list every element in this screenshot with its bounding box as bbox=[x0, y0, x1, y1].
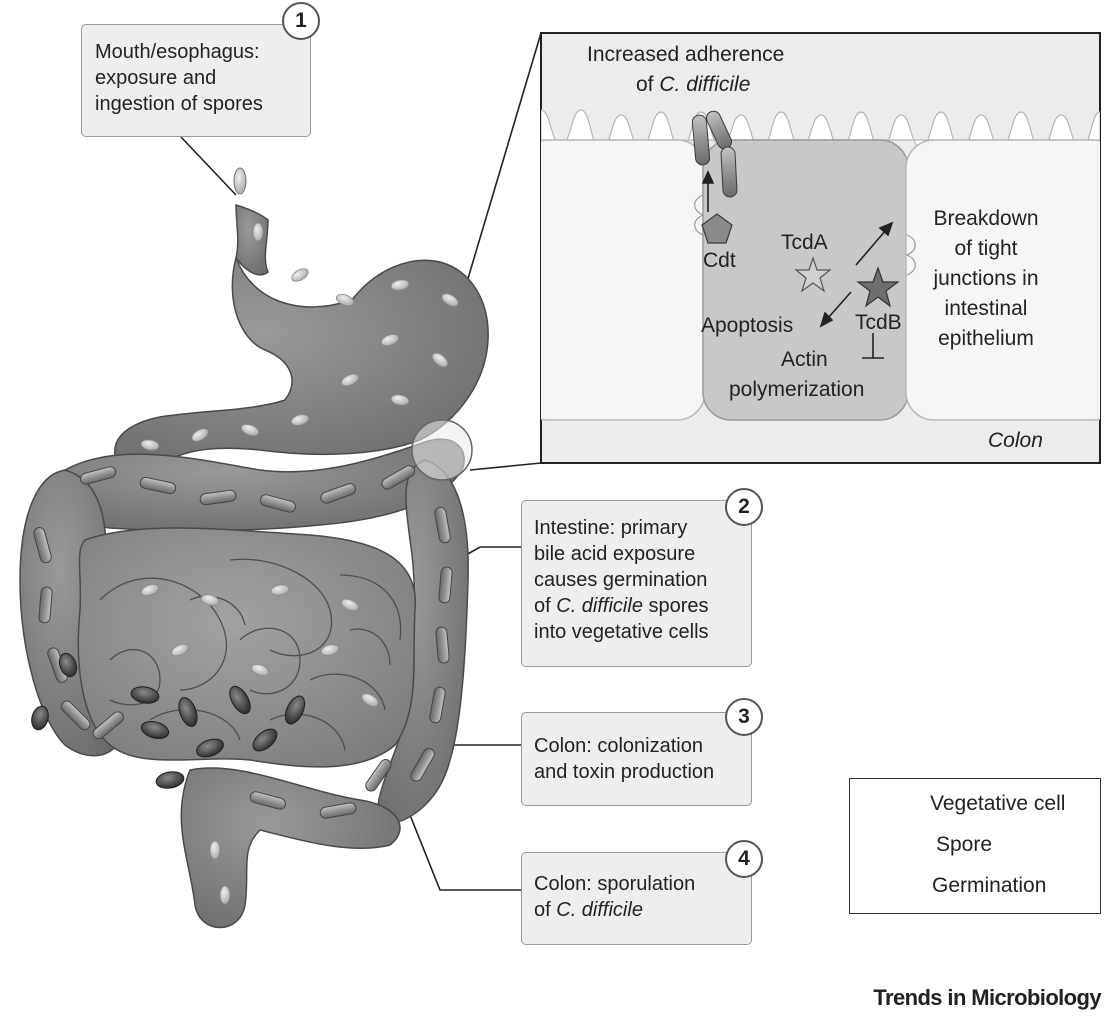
tcdb-label: TcdB bbox=[855, 311, 902, 334]
germinating-cells bbox=[31, 652, 306, 789]
stomach bbox=[114, 255, 489, 469]
swallowed-spore bbox=[233, 167, 247, 195]
esophagus bbox=[235, 203, 269, 276]
step-2-callout: Intestine: primary bile acid exposure ca… bbox=[521, 500, 752, 667]
step-4-badge: 4 bbox=[725, 840, 763, 878]
legend-label-spore: Spore bbox=[936, 833, 993, 856]
inset-heading-line2: of C. difficile bbox=[636, 73, 751, 96]
step-2-badge: 2 bbox=[725, 488, 763, 526]
breakdown-line: epithelium bbox=[938, 327, 1034, 350]
stomach-esophagus bbox=[114, 167, 489, 469]
actin-label-line2: polymerization bbox=[729, 378, 865, 401]
legend: Vegetative cell Spore Germination bbox=[849, 778, 1101, 914]
step-1-badge: 1 bbox=[282, 2, 320, 40]
legend-label-vegetative-cell: Vegetative cell bbox=[930, 792, 1066, 815]
adhering-bacteria bbox=[691, 110, 738, 198]
tight-junction-right bbox=[905, 234, 916, 276]
apoptosis-label: Apoptosis bbox=[701, 314, 794, 337]
step-3-line: and toxin production bbox=[534, 761, 715, 783]
zoom-line-bottom bbox=[469, 462, 542, 471]
breakdown-line: junctions in bbox=[933, 267, 1039, 290]
step-2-line: of C. difficile spores bbox=[534, 595, 709, 617]
vegetative-cells bbox=[33, 465, 453, 819]
breakdown-arrow bbox=[855, 229, 887, 266]
tcda-label: TcdA bbox=[781, 231, 828, 254]
step-2-line: into vegetative cells bbox=[534, 621, 709, 643]
step-4-line: of C. difficile bbox=[534, 899, 643, 921]
apoptosis-arrow bbox=[827, 291, 852, 319]
tcdb-star-icon bbox=[856, 266, 900, 308]
step-2-line: causes germination bbox=[534, 569, 708, 591]
small-intestine bbox=[77, 527, 416, 768]
actin-label-line1: Actin bbox=[781, 348, 828, 371]
step-1-line: Mouth/esophagus: bbox=[95, 41, 260, 63]
tight-junction-left bbox=[694, 194, 705, 236]
step-4-callout: Colon: sporulation of C. difficile bbox=[521, 852, 752, 945]
leader-line-4 bbox=[399, 789, 522, 891]
spores bbox=[140, 222, 459, 905]
breakdown-line: intestinal bbox=[944, 297, 1028, 320]
breakdown-label: Breakdown of tight junctions in intestin… bbox=[921, 204, 1051, 354]
epithelial-cell-left bbox=[541, 139, 706, 421]
zoom-region-circle bbox=[411, 419, 473, 481]
inset-panel bbox=[540, 32, 1101, 464]
leader-line-1 bbox=[180, 136, 237, 196]
step-3-callout: Colon: colonization and toxin production bbox=[521, 712, 752, 806]
legend-label-germination: Germination bbox=[932, 874, 1047, 897]
cdt-label: Cdt bbox=[703, 249, 736, 272]
journal-brand: Trends in Microbiology bbox=[873, 985, 1101, 1010]
step-3-line: Colon: colonization bbox=[534, 735, 703, 757]
breakdown-line: Breakdown bbox=[933, 207, 1039, 230]
step-1-callout: Mouth/esophagus: exposure and ingestion … bbox=[81, 24, 311, 137]
epithelial-cell-right bbox=[905, 139, 1100, 421]
step-1-line: ingestion of spores bbox=[95, 93, 263, 115]
step-4-line: Colon: sporulation bbox=[534, 873, 696, 895]
breakdown-line: of tight bbox=[954, 237, 1018, 260]
step-3-badge: 3 bbox=[725, 698, 763, 736]
inset-heading-line1: Increased adherence bbox=[587, 43, 785, 66]
tcda-star-icon bbox=[794, 256, 832, 293]
colon-label: Colon bbox=[988, 429, 1043, 452]
step-1-line: exposure and bbox=[95, 67, 217, 89]
step-2-line: bile acid exposure bbox=[534, 543, 696, 565]
cdt-pentagon-icon bbox=[701, 213, 733, 244]
inset-arrows bbox=[701, 170, 894, 359]
step-2-line: Intestine: primary bbox=[534, 517, 688, 539]
